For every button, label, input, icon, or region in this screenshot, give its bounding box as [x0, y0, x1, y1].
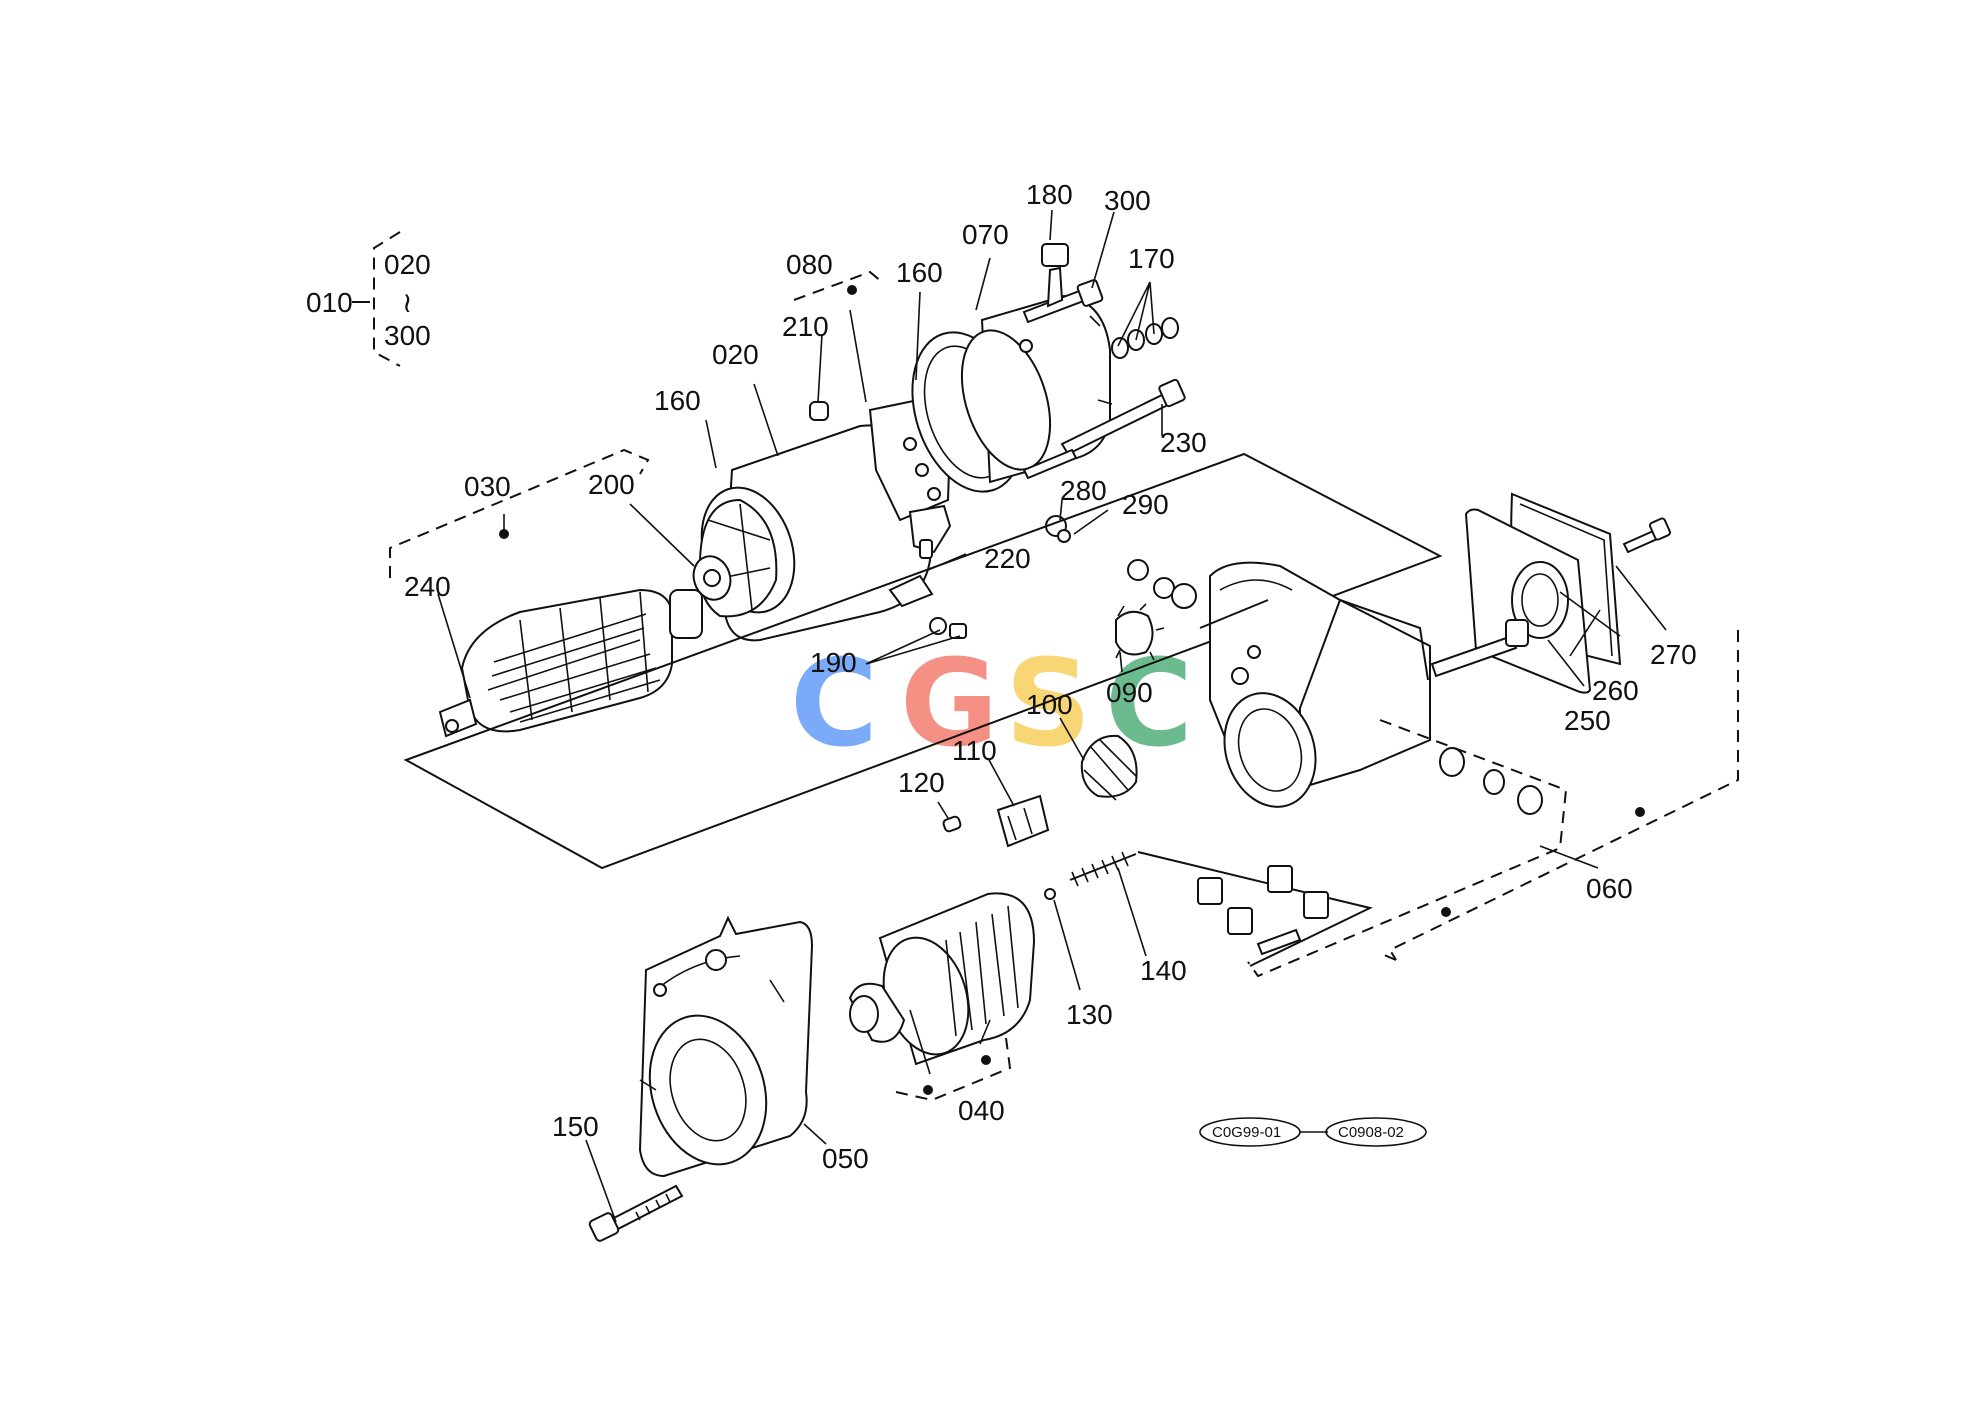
part-label-180: 180	[1026, 179, 1073, 210]
part-label-080: 080	[786, 249, 833, 280]
part-label-200: 200	[588, 469, 635, 500]
part-label-190: 190	[810, 647, 857, 678]
part-label-160-cover: 160	[654, 385, 701, 416]
part-label-280: 280	[1060, 475, 1107, 506]
fasteners-top	[1022, 243, 1186, 480]
part-label-130: 130	[1066, 999, 1113, 1030]
solenoid-cover	[1430, 492, 1672, 694]
reference-codes: C0G99-01 C0908-02	[1199, 1117, 1427, 1147]
terminal-parts	[1137, 630, 1739, 978]
part-label-230: 230	[1160, 427, 1207, 458]
part-label-060: 060	[1586, 873, 1633, 904]
assembly-range-start: 020	[384, 249, 431, 280]
part-label-070: 070	[962, 219, 1009, 250]
assembly-range-end: 300	[384, 320, 431, 351]
assembly-range-symbol: ≀	[402, 287, 413, 318]
part-label-120: 120	[898, 767, 945, 798]
part-label-140: 140	[1140, 955, 1187, 986]
part-label-300: 300	[1104, 185, 1151, 216]
through-bolt	[588, 1184, 684, 1242]
reference-code-1: C0G99-01	[1212, 1124, 1281, 1141]
part-label-100: 100	[1026, 689, 1073, 720]
armature	[389, 448, 703, 738]
part-label-220: 220	[984, 543, 1031, 574]
part-label-090: 090	[1106, 677, 1153, 708]
part-label-210: 210	[782, 311, 829, 342]
part-label-040: 040	[958, 1095, 1005, 1126]
watermark-letter-s: S	[1005, 635, 1091, 774]
assembly-main-number: 010	[306, 287, 353, 318]
part-label-290: 290	[1122, 489, 1169, 520]
clutch-assembly	[848, 892, 1036, 1102]
reference-code-2: C0908-02	[1338, 1124, 1404, 1141]
part-label-050: 050	[822, 1143, 869, 1174]
gear-parts	[942, 515, 1197, 848]
part-label-250: 250	[1564, 705, 1611, 736]
part-label-150: 150	[552, 1111, 599, 1142]
gear-housing	[403, 452, 1443, 870]
front-housing	[638, 915, 814, 1178]
watermark-letter-c1: C	[790, 635, 878, 774]
part-label-260: 260	[1592, 675, 1639, 706]
part-label-270: 270	[1650, 639, 1697, 670]
part-label-170: 170	[1128, 243, 1175, 274]
part-label-240: 240	[404, 571, 451, 602]
leader-lines	[437, 209, 1667, 1223]
part-label-110: 110	[952, 735, 997, 766]
spring-parts	[1044, 851, 1137, 900]
assembly-bracket: 010 020 ≀ 300	[306, 231, 431, 367]
part-label-160-ring: 160	[896, 257, 943, 288]
part-label-030: 030	[464, 471, 511, 502]
brush-parts	[809, 401, 967, 639]
part-label-020: 020	[712, 339, 759, 370]
part-labels: 180 300 070 170 080 160 210 020 160 230 …	[404, 179, 1697, 1174]
reference-dots	[499, 285, 1645, 1095]
